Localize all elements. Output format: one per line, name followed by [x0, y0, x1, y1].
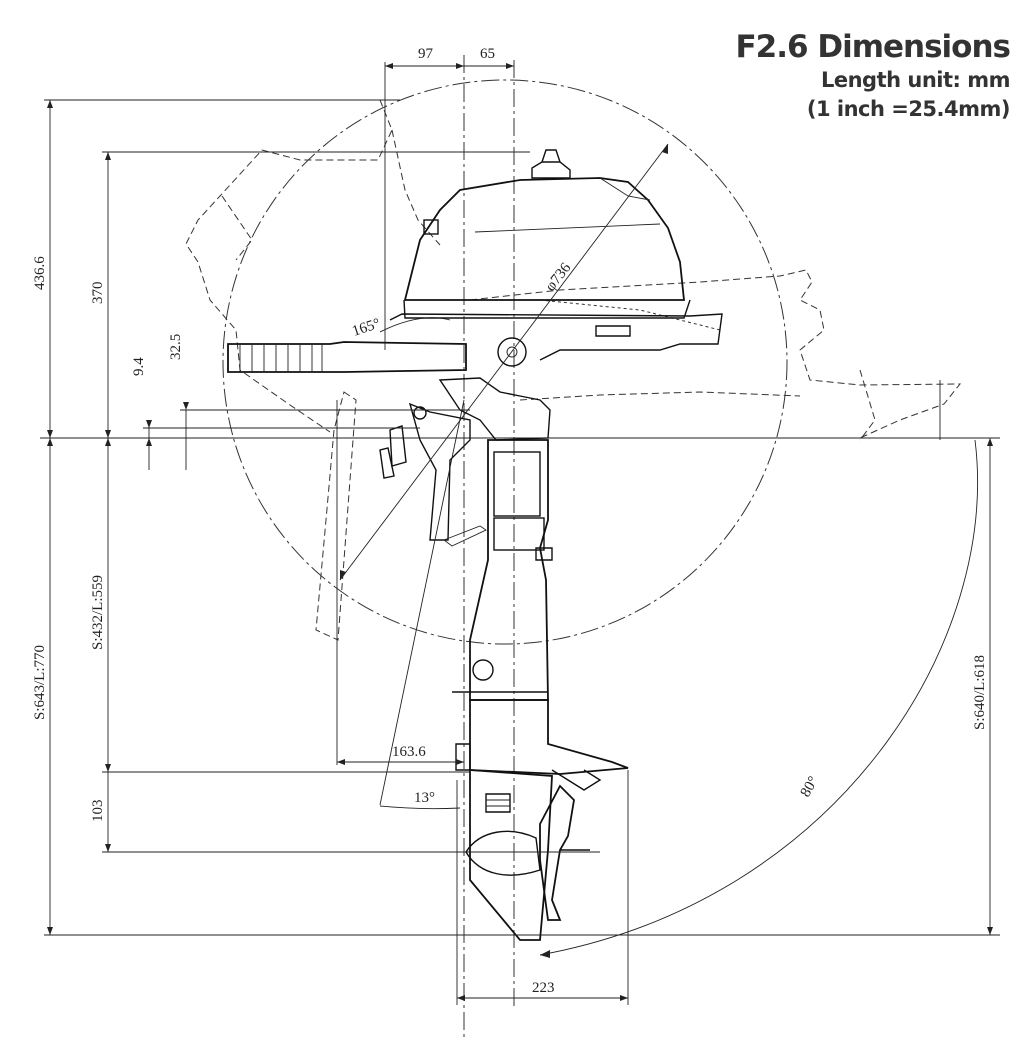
dim-32-5: 32.5 [168, 334, 184, 360]
tilt-range-circle [222, 79, 788, 645]
dim-370: 370 [90, 282, 106, 305]
title-block: F2.6 Dimensions Length unit: mm (1 inch … [735, 28, 1011, 124]
length-unit-note: Length unit: mm [820, 68, 1011, 92]
dim-436-6: 436.6 [32, 256, 48, 290]
dimension-lines [44, 62, 1000, 1005]
dim-angle-13: 13° [414, 790, 435, 806]
reference-lines [40, 55, 1000, 1040]
dim-103: 103 [90, 800, 106, 823]
dim-65: 65 [480, 46, 495, 62]
dim-163-6: 163.6 [392, 744, 426, 760]
dim-shaft-s643-l770: S:643/L:770 [32, 645, 48, 720]
outboard-motor [227, 149, 723, 941]
inch-conversion-note: (1 inch =25.4mm) [806, 97, 1011, 121]
dim-angle-80: 80° [798, 774, 822, 800]
dim-223: 223 [532, 980, 555, 996]
dim-shaft-s640-l618: S:640/L:618 [972, 655, 988, 730]
tilted-position-outline [185, 99, 962, 641]
dim-97: 97 [418, 46, 434, 62]
drawing-title: F2.6 Dimensions [735, 29, 1011, 65]
dim-shaft-s432-l559: S:432/L:559 [90, 575, 106, 650]
dim-angle-165: 165° [350, 316, 382, 340]
dim-9-4: 9.4 [131, 357, 147, 376]
dimension-labels: 97 65 436.6 370 32.5 9.4 S:432/L:559 S:6… [32, 46, 988, 996]
